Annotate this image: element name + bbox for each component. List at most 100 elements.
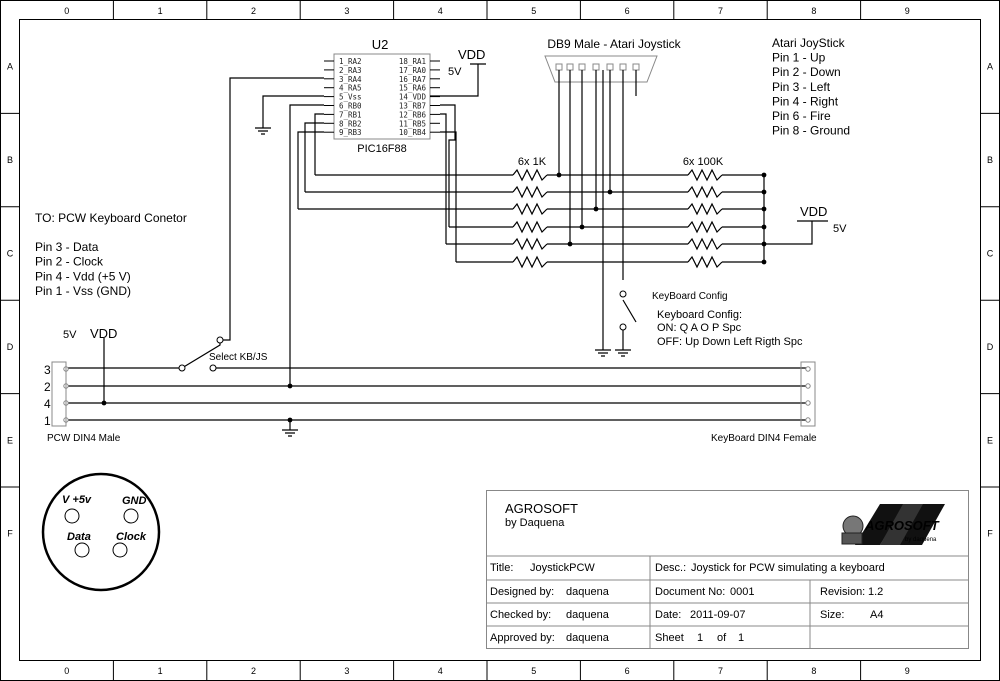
frame-row-label-right: F <box>987 529 993 539</box>
u2-right-pin: 15_RA6 <box>399 84 427 93</box>
frame-row-label-left: F <box>7 529 13 539</box>
vdd-right: VDD 5V <box>764 204 847 245</box>
size-label: Size: <box>820 609 844 621</box>
wire <box>181 77 324 369</box>
date-value: 2011-09-07 <box>690 609 745 621</box>
atari-note-line: Pin 2 - Down <box>772 65 841 79</box>
pcw-conn-pin <box>63 366 69 372</box>
frame-col-label-bottom: 8 <box>811 666 816 676</box>
title-value: JoystickPCW <box>530 562 595 574</box>
resistors-1k-label: 6x 1K <box>518 156 547 168</box>
frame-col-label-top: 4 <box>438 6 443 16</box>
frame-row-label-left: E <box>7 435 13 445</box>
resistor-100k <box>687 255 723 269</box>
resistor-1k <box>512 185 548 199</box>
docno-value: 0001 <box>730 586 754 598</box>
wire <box>622 299 637 323</box>
kb-conn-pin <box>805 366 811 372</box>
sheet-value: 1 <box>697 632 703 644</box>
resistor-100k <box>687 168 723 182</box>
wire <box>440 104 456 227</box>
u2-right-pin: 12_RB6 <box>399 110 427 119</box>
resistor-1k <box>512 168 548 182</box>
junction-dot <box>556 172 562 178</box>
frame-row-label-left: A <box>7 62 13 72</box>
pcw-conn-pin <box>63 383 69 389</box>
wire <box>262 95 324 128</box>
kb-conn-pin <box>805 383 811 389</box>
junction-dot <box>567 241 573 247</box>
pcw-note-line: Pin 4 - Vdd (+5 V) <box>35 269 131 283</box>
frame-col-label-bottom: 6 <box>625 666 630 676</box>
junction-dot <box>761 206 767 212</box>
approved-label: Approved by: <box>490 632 555 644</box>
din-pin-gnd: GND <box>122 495 147 507</box>
atari-note-line: Pin 3 - Left <box>772 80 831 94</box>
u2-right-pin: 13_RB7 <box>399 102 426 111</box>
atari-note-line: Pin 4 - Right <box>772 94 839 108</box>
pcw-note-line: Pin 2 - Clock <box>35 255 104 269</box>
u2-right-pin: 11_RB5 <box>399 119 426 128</box>
junction-dot <box>287 383 293 389</box>
vdd-left-value: 5V <box>63 329 77 341</box>
sheet-label: Sheet <box>655 632 684 644</box>
kb-config-on: ON: Q A O P Spc <box>657 322 742 334</box>
pcw-conn-pin <box>63 400 69 406</box>
pcw-notes: TO: PCW Keyboard Conetor Pin 3 - DataPin… <box>35 211 187 298</box>
frame-col-label-bottom: 0 <box>64 666 69 676</box>
frame-col-label-top: 1 <box>158 6 163 16</box>
desc-label: Desc.: <box>655 562 686 574</box>
wire <box>304 122 324 192</box>
switch-contact <box>178 364 186 372</box>
frame-row-label-right: A <box>987 62 993 72</box>
pcw-pin-number: 4 <box>44 397 51 411</box>
kb-conn-pin <box>805 400 811 406</box>
u2-left-pin: 1_RA2 <box>339 57 362 66</box>
pcw-conn-pin <box>63 417 69 423</box>
u2-right-pin: 17_RA0 <box>399 66 427 75</box>
atari-note-line: Atari JoyStick <box>772 36 846 50</box>
vdd-right-value: 5V <box>833 223 847 235</box>
pcw-notes-title: TO: PCW Keyboard Conetor <box>35 211 187 225</box>
wiring <box>68 70 806 437</box>
wire <box>440 113 447 244</box>
resistors <box>512 168 723 269</box>
resistor-100k <box>687 237 723 251</box>
frame-col-label-top: 0 <box>64 6 69 16</box>
wire <box>440 131 457 262</box>
frame-col-label-bottom: 1 <box>158 666 163 676</box>
inner-border <box>19 19 981 661</box>
frame-col-label-top: 9 <box>905 6 910 16</box>
u2-chip: U2 1_RA22_RA33_RA44_RA55_Vss6_RB07_RB18_… <box>324 37 440 155</box>
junction-dots <box>101 172 767 423</box>
switch-contact <box>619 290 627 298</box>
vdd-top: VDD 5V <box>430 47 486 97</box>
db9-pins <box>555 63 640 71</box>
pcw-pin-number: 2 <box>44 380 51 394</box>
frame-col-label-top: 8 <box>811 6 816 16</box>
revision-value: 1.2 <box>868 586 883 598</box>
frame-col-label-bottom: 7 <box>718 666 723 676</box>
switch-contact <box>216 336 224 344</box>
ground-symbol <box>595 349 611 357</box>
db9-connector: DB9 Male - Atari Joystick <box>544 37 682 83</box>
designed-label: Designed by: <box>490 586 554 598</box>
u2-right-pin: 18_RA1 <box>399 57 426 66</box>
atari-note-line: Pin 1 - Up <box>772 51 826 65</box>
resistors-100k-label: 6x 100K <box>683 156 724 168</box>
db9-pin <box>619 63 627 71</box>
company-name: AGROSOFT <box>505 501 578 516</box>
resistor-1k <box>512 220 548 234</box>
frame-col-label-top: 3 <box>344 6 349 16</box>
resistor-1k <box>512 237 548 251</box>
frame-col-label-top: 5 <box>531 6 536 16</box>
junction-dot <box>579 224 585 230</box>
ground-symbol <box>282 429 298 437</box>
db9-pin <box>632 63 640 71</box>
of-label: of <box>717 632 727 644</box>
db9-pin <box>606 63 614 71</box>
